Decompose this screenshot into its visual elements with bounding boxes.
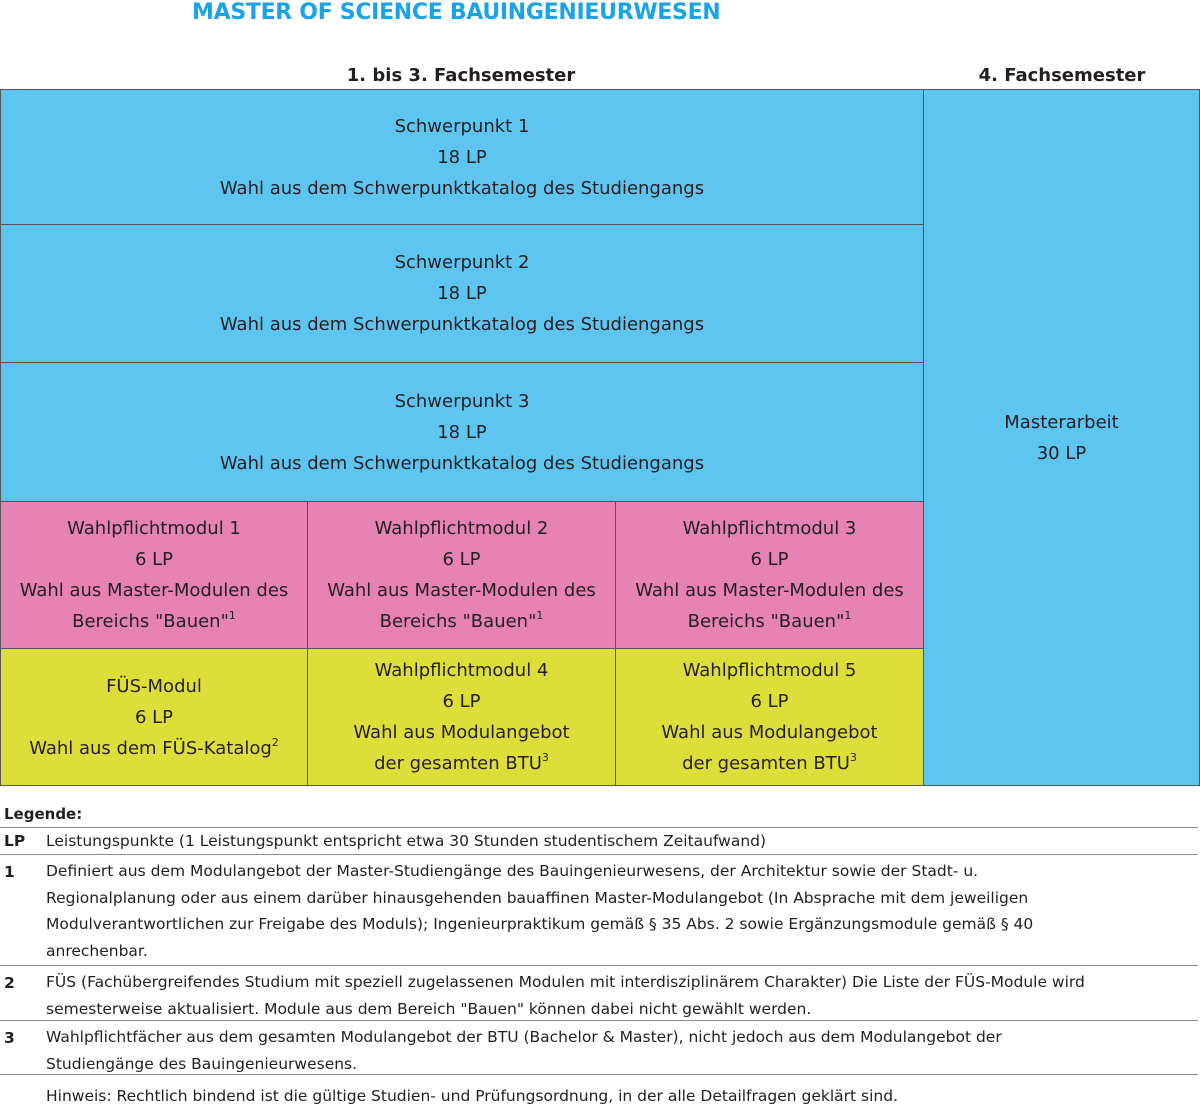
module-description-line-2: Bereichs "Bauen"1	[72, 609, 236, 632]
page-title: MASTER OF SCIENCE BAUINGENIEURWESEN	[192, 0, 721, 25]
schwerpunkt-2-box: Schwerpunkt 2 18 LP Wahl aus dem Schwerp…	[0, 224, 924, 363]
wahlpflichtmodul-1-box: Wahlpflichtmodul 1 6 LP Wahl aus Master-…	[0, 501, 308, 649]
module-name: Wahlpflichtmodul 2	[374, 518, 549, 539]
wahlpflichtmodul-5-box: Wahlpflichtmodul 5 6 LP Wahl aus Modulan…	[615, 648, 924, 786]
module-name: Schwerpunkt 1	[394, 115, 530, 137]
footnote-ref: 1	[228, 609, 236, 622]
column-header-semester-4: 4. Fachsemester	[978, 65, 1146, 86]
footnote-ref: 3	[541, 751, 549, 764]
legend-item-lp: LP Leistungspunkte (1 Leistungspunkt ent…	[0, 827, 1198, 855]
module-credits: 6 LP	[134, 549, 174, 570]
module-description: Wahl aus Modulangebot	[353, 722, 570, 743]
legal-note: Hinweis: Rechtlich bindend ist die gülti…	[46, 1087, 899, 1105]
wahlpflichtmodul-4-box: Wahlpflichtmodul 4 6 LP Wahl aus Modulan…	[307, 648, 616, 786]
legend-item-1: 1 Definiert aus dem Modulangebot der Mas…	[0, 854, 1198, 966]
legend-description: Wahlpflichtfächer aus dem gesamten Modul…	[46, 1028, 1002, 1073]
module-description: Wahl aus Master-Modulen des	[635, 580, 904, 601]
module-credits: 18 LP	[437, 146, 487, 168]
module-name: FÜS-Modul	[106, 675, 202, 697]
legend-key: 1	[4, 863, 15, 881]
module-name: Schwerpunkt 2	[394, 252, 530, 273]
fues-modul-box: FÜS-Modul 6 LP Wahl aus dem FÜS-Katalog2	[0, 648, 308, 786]
study-plan-grid: Schwerpunkt 1 18 LP Wahl aus dem Schwerp…	[0, 89, 1200, 786]
legend-description: Definiert aus dem Modulangebot der Maste…	[46, 862, 1034, 960]
module-name: Schwerpunkt 3	[394, 390, 530, 412]
module-description-line-2: der gesamten BTU3	[682, 751, 857, 774]
legend-item-2: 2 FÜS (Fachübergreifendes Studium mit sp…	[0, 965, 1198, 1021]
schwerpunkt-3-box: Schwerpunkt 3 18 LP Wahl aus dem Schwerp…	[0, 362, 924, 502]
legend-description: FÜS (Fachübergreifendes Studium mit spez…	[46, 973, 1085, 1018]
legend-key: LP	[4, 832, 26, 850]
module-credits: 6 LP	[442, 691, 481, 712]
wahlpflichtmodul-3-box: Wahlpflichtmodul 3 6 LP Wahl aus Master-…	[615, 501, 924, 649]
module-name: Wahlpflichtmodul 4	[374, 660, 549, 681]
legend-key: 2	[4, 974, 15, 992]
module-description: Wahl aus dem FÜS-Katalog2	[29, 735, 279, 759]
module-description: Wahl aus dem Schwerpunktkatalog des Stud…	[219, 314, 705, 335]
module-description: Wahl aus Master-Modulen des	[327, 580, 596, 601]
module-description-line-2: Bereichs "Bauen"1	[379, 609, 544, 632]
module-description-line-2: der gesamten BTU3	[374, 751, 549, 774]
legend-key: 3	[4, 1029, 15, 1047]
module-description: Wahl aus Master-Modulen des	[19, 580, 289, 601]
module-credits: 18 LP	[437, 283, 487, 304]
legend-description: Leistungspunkte (1 Leistungspunkt entspr…	[46, 832, 767, 850]
footnote-ref: 1	[536, 609, 544, 622]
module-description: Wahl aus dem Schwerpunktkatalog des Stud…	[219, 452, 705, 474]
module-name: Wahlpflichtmodul 5	[682, 660, 857, 681]
legend-title: Legende:	[4, 805, 83, 823]
module-name: Wahlpflichtmodul 1	[67, 518, 241, 539]
module-credits: 6 LP	[750, 549, 789, 570]
schwerpunkt-1-box: Schwerpunkt 1 18 LP Wahl aus dem Schwerp…	[0, 89, 924, 225]
legend-divider	[0, 1074, 1198, 1075]
module-name: Masterarbeit	[1004, 411, 1119, 433]
module-description: Wahl aus Modulangebot	[661, 722, 878, 743]
module-credits: 30 LP	[1036, 442, 1087, 464]
footnote-ref: 3	[849, 751, 857, 764]
footnote-ref: 2	[271, 735, 279, 749]
module-credits: 6 LP	[442, 549, 481, 570]
footnote-ref: 1	[844, 609, 852, 622]
module-credits: 6 LP	[134, 706, 174, 728]
column-header-semester-1-3: 1. bis 3. Fachsemester	[346, 65, 576, 86]
module-credits: 18 LP	[437, 421, 487, 443]
module-name: Wahlpflichtmodul 3	[682, 518, 857, 539]
module-description: Wahl aus dem Schwerpunktkatalog des Stud…	[219, 177, 705, 199]
legend-item-3: 3 Wahlpflichtfächer aus dem gesamten Mod…	[0, 1020, 1198, 1075]
masterarbeit-box: Masterarbeit 30 LP	[923, 89, 1200, 786]
module-credits: 6 LP	[750, 691, 789, 712]
module-description-line-2: Bereichs "Bauen"1	[687, 609, 852, 632]
wahlpflichtmodul-2-box: Wahlpflichtmodul 2 6 LP Wahl aus Master-…	[307, 501, 616, 649]
